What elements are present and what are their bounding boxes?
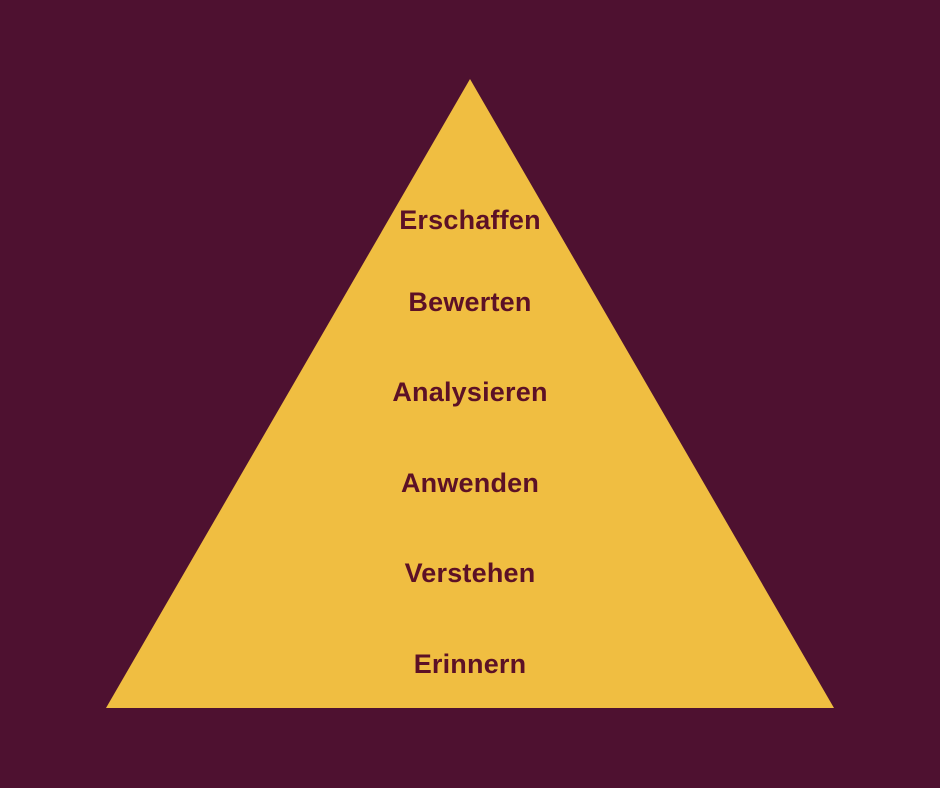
- pyramid-level-label: Analysieren: [392, 377, 548, 407]
- pyramid-level-label: Anwenden: [400, 468, 540, 498]
- pyramid-level-label: Erinnern: [413, 649, 527, 679]
- pyramid-triangle: [106, 79, 834, 708]
- pyramid-level-label: Erschaffen: [399, 205, 541, 235]
- pyramid-level-label: Bewerten: [408, 287, 532, 317]
- pyramid-level-label: Verstehen: [404, 558, 536, 588]
